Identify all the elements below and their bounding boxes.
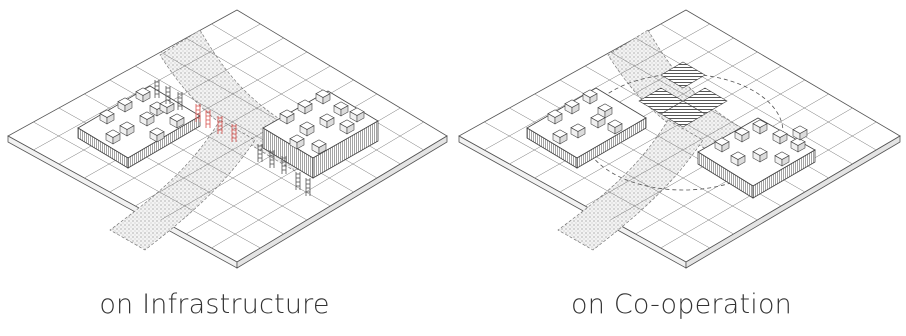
- isometric-map-cooperation: [453, 0, 906, 280]
- diagram-cooperation: on Co-operation: [453, 0, 906, 336]
- caption-cooperation: on Co-operation: [455, 289, 906, 320]
- isometric-map-infrastructure: [0, 0, 453, 280]
- caption-infrastructure: on Infrastructure: [0, 289, 441, 320]
- diagram-infrastructure: on Infrastructure: [0, 0, 453, 336]
